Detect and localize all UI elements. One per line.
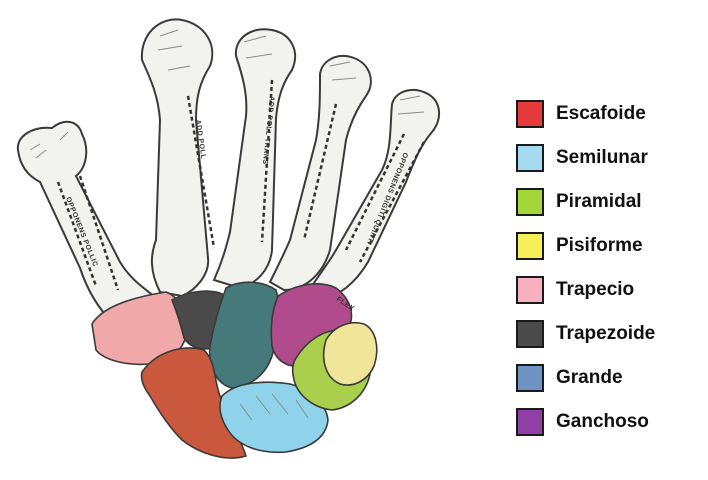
legend-item-pisiforme: Pisiforme — [516, 232, 706, 276]
legend-item-trapezoide: Trapezoide — [516, 320, 706, 364]
metacarpal-middle: ADD POLL TRANS — [212, 28, 297, 290]
carpal-semilunar — [219, 381, 329, 454]
legend-swatch — [516, 276, 544, 304]
legend-label: Semilunar — [556, 147, 648, 168]
carpal-escafoide — [140, 347, 248, 459]
legend-swatch — [516, 100, 544, 128]
legend-swatch — [516, 232, 544, 260]
legend-label: Pisiforme — [556, 235, 643, 256]
legend-label: Trapezoide — [556, 323, 656, 344]
legend-item-semilunar: Semilunar — [516, 144, 706, 188]
legend-swatch — [516, 144, 544, 172]
legend-label: Piramidal — [556, 191, 642, 212]
legend-label: Grande — [556, 367, 623, 388]
carpal-bones: FLEX — [91, 281, 378, 459]
legend-swatch — [516, 188, 544, 216]
metacarpal-index: ADD POLL — [140, 18, 216, 298]
carpal-grande — [208, 281, 280, 389]
legend-label: Ganchoso — [556, 411, 649, 432]
legend-item-ganchoso: Ganchoso — [516, 408, 706, 452]
metacarpal-thumb: OPPONENS POLLIC — [16, 120, 160, 324]
legend-label: Trapecio — [556, 279, 635, 300]
carpal-pisiforme — [322, 322, 378, 386]
legend-swatch — [516, 408, 544, 436]
legend-swatch — [516, 364, 544, 392]
legend-swatch — [516, 320, 544, 348]
hand-bones-illustration: OPPONENS POLLIC ADD POLL ADD POLL TRANS … — [16, 18, 440, 459]
legend-item-escafoide: Escafoide — [516, 100, 706, 144]
legend-item-trapecio: Trapecio — [516, 276, 706, 320]
metacarpal-ring — [268, 55, 372, 292]
legend-item-grande: Grande — [516, 364, 706, 408]
legend-item-piramidal: Piramidal — [516, 188, 706, 232]
legend-label: Escafoide — [556, 103, 646, 124]
